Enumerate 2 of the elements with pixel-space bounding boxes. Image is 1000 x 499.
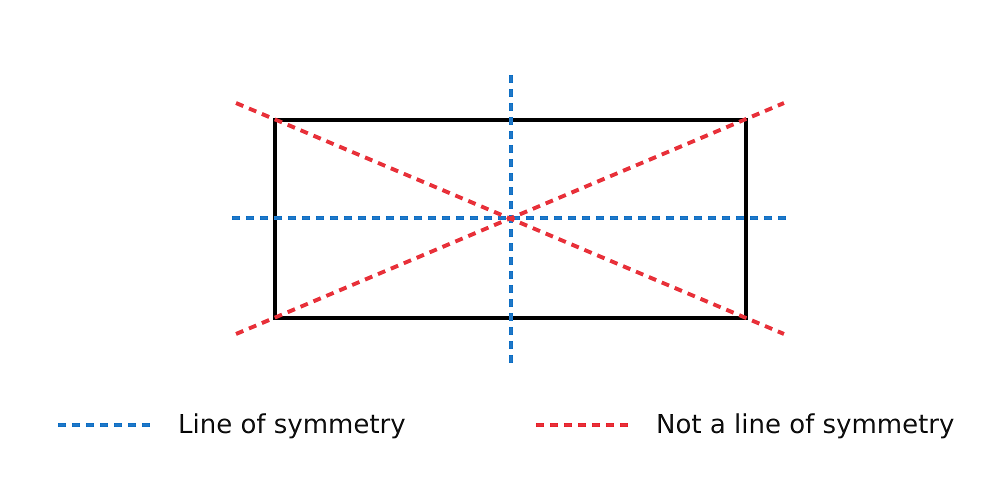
legend-label: Not a line of symmetry <box>656 410 954 440</box>
legend-label: Line of symmetry <box>178 410 406 440</box>
